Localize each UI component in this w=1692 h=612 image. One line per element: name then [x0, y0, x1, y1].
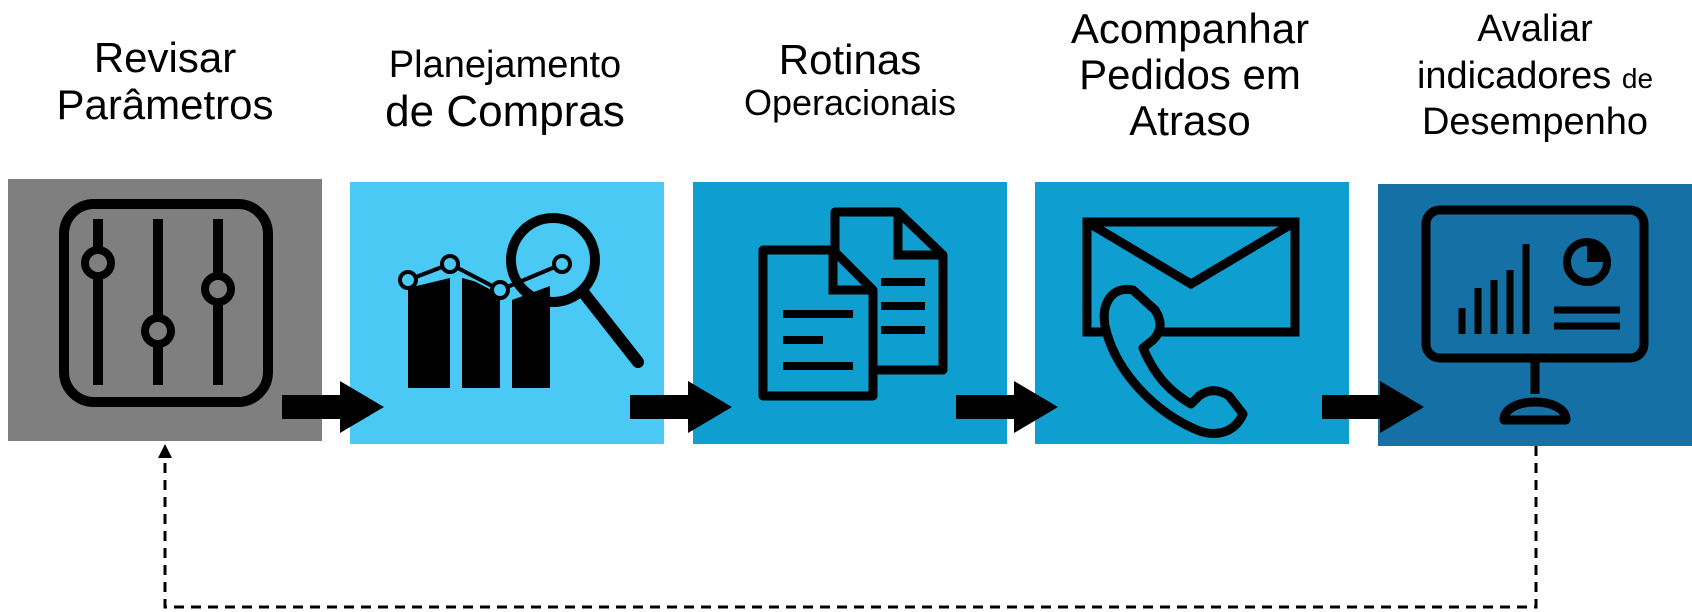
chart-magnifier-icon	[398, 213, 644, 388]
arrow-4-5	[1322, 381, 1424, 433]
step-label-revisar: Revisar Parâmetros	[56, 34, 274, 129]
step-tile-revisar	[8, 179, 322, 441]
arrow-2-3	[630, 381, 732, 433]
envelope-phone-icon	[1082, 217, 1300, 438]
step-label-rotinas: Rotinas Operacionais	[743, 36, 957, 124]
step-tile-planejamento	[350, 182, 664, 444]
arrow-1-2	[282, 381, 384, 433]
documents-icon	[758, 207, 948, 401]
step-tile-acompanhar	[1035, 182, 1349, 444]
step-label-acompanhar: Acompanhar Pedidos em Atraso	[1070, 5, 1310, 145]
monitor-dashboard-icon	[1421, 205, 1649, 425]
step-label-planejamento: Planejamento de Compras	[385, 44, 625, 136]
sliders-icon	[59, 199, 273, 407]
step-label-avaliar: Avaliar indicadores de Desempenho	[1416, 8, 1654, 144]
step-tile-avaliar	[1378, 184, 1692, 446]
step-tile-rotinas	[693, 182, 1007, 444]
arrow-3-4	[956, 381, 1058, 433]
